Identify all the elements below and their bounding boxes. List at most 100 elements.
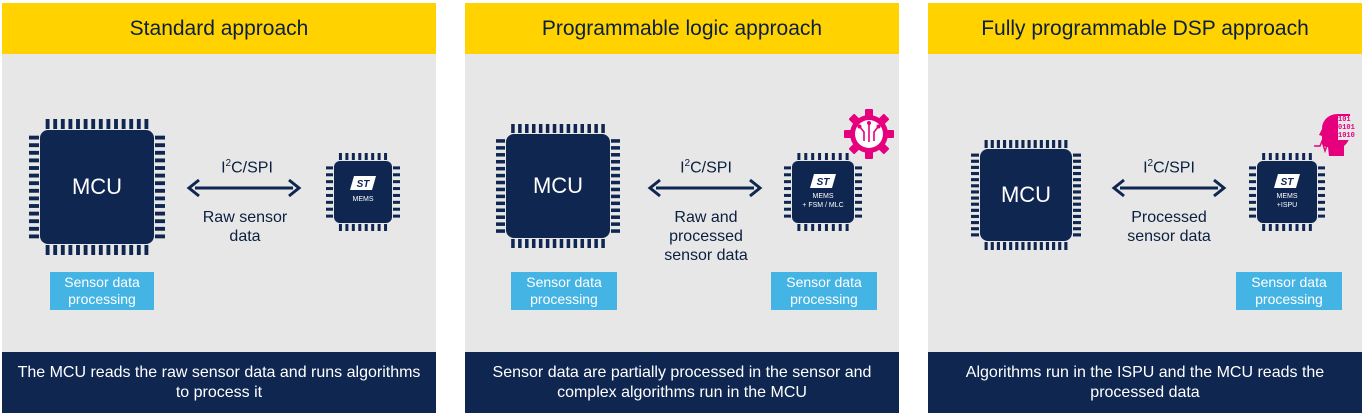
chip-body — [792, 161, 854, 223]
chip-pin — [1073, 153, 1081, 157]
chip-pin — [1002, 140, 1007, 148]
chip-pin — [98, 245, 103, 255]
chip-pin — [855, 193, 862, 197]
svg-text:ST: ST — [1281, 177, 1295, 188]
chip-pin — [552, 124, 557, 133]
chip-pin — [371, 224, 375, 231]
chip-pin — [83, 245, 88, 255]
chip-pin — [611, 153, 620, 157]
chip-pin — [29, 219, 39, 224]
chip-pin — [155, 226, 165, 231]
chip-pin — [531, 124, 536, 133]
chip-pin — [393, 200, 400, 204]
chip-pin — [345, 224, 349, 231]
chip-pin — [984, 242, 988, 250]
chip-pin — [377, 153, 381, 160]
chip-pin — [838, 224, 842, 231]
chip-pin — [1021, 140, 1025, 148]
chip-pin — [611, 187, 620, 192]
chip-pin — [121, 119, 126, 129]
chip-pin — [496, 139, 505, 143]
chip-pin — [155, 196, 165, 201]
chip-pin — [525, 124, 529, 133]
chip-pin — [601, 124, 605, 133]
mems-sensor-chip: ST MEMS — [325, 152, 401, 232]
mcu-chip: MCU — [970, 139, 1082, 251]
chip-pin — [804, 153, 808, 160]
chip-pin — [393, 193, 400, 197]
chip-pin — [1318, 180, 1325, 184]
chip-pin — [155, 181, 165, 186]
link-label: Raw and processed sensor data — [664, 209, 748, 264]
chip-pin — [1052, 242, 1056, 250]
chip-pin — [804, 224, 808, 231]
chip-pin — [1073, 233, 1081, 237]
interface-label: I2C/SPI — [1143, 158, 1195, 177]
chip-pin — [611, 173, 620, 178]
chip-pin — [797, 224, 801, 231]
binary-digits: 101 0101 1010 — [1338, 116, 1360, 140]
chip-pin — [496, 222, 505, 226]
chip-pin — [114, 119, 118, 129]
chip-pin — [971, 153, 979, 157]
chip-pin — [53, 245, 58, 255]
chip-pin — [155, 234, 165, 239]
chip-body — [980, 149, 1072, 241]
chip-pin — [155, 219, 165, 224]
panel-standard-approach: Standard approach MCU I2C/SPI Raw sensor… — [2, 3, 436, 413]
chip-pin — [338, 153, 342, 160]
panel-body: MCU I2C/SPI Raw sensor data ST MEMS Sens… — [2, 54, 436, 352]
chip-pin — [784, 214, 791, 218]
chip-pin — [580, 239, 585, 248]
chip-pin — [855, 207, 862, 211]
chip-pin — [496, 173, 505, 178]
chip-pin — [29, 173, 39, 178]
chip-pin — [1045, 242, 1050, 250]
chip-pin — [587, 239, 591, 248]
chip-pin — [566, 124, 571, 133]
chip-pin — [496, 201, 505, 206]
chip-pin — [155, 211, 165, 216]
chip-pin — [98, 119, 103, 129]
chip-pin — [971, 233, 979, 237]
panel-body: MCU I2C/SPI Processed sensor data ST MEM… — [928, 54, 1362, 352]
panel-title: Programmable logic approach — [465, 3, 899, 54]
mems-label: MEMS — [352, 196, 374, 203]
st-logo-icon: ST — [810, 174, 836, 188]
chip-pin — [364, 224, 368, 231]
chip-pin — [971, 159, 979, 163]
mcu-chip: MCU — [495, 123, 621, 249]
chip-pin — [351, 153, 355, 160]
binary-row: 101 — [1338, 116, 1351, 124]
chip-pin — [1073, 221, 1081, 225]
chip-pin — [1249, 180, 1256, 184]
chip-pin — [1073, 184, 1081, 188]
panel-fully-programmable-dsp-approach: Fully programmable DSP approach MCU I2C/… — [928, 3, 1362, 413]
chip-pin — [594, 124, 598, 133]
chip-pin — [29, 150, 39, 155]
chip-pin — [1073, 202, 1081, 206]
chip-pin — [611, 208, 620, 213]
chip-pin — [1009, 242, 1013, 250]
chip-pin — [326, 187, 333, 191]
chip-pin — [611, 166, 620, 171]
chip-pin — [377, 224, 381, 231]
chip-pin — [1033, 242, 1037, 250]
chip-pin — [496, 153, 505, 157]
chip-pin — [1058, 242, 1062, 250]
sensor-processing-box: Sensor data processing — [771, 272, 877, 310]
chip-pin — [538, 239, 543, 248]
chip-pin — [1058, 140, 1062, 148]
chip-pin — [384, 224, 388, 231]
chip-pin — [144, 119, 149, 129]
chip-pin — [1318, 214, 1325, 218]
chip-pin — [611, 139, 620, 143]
chip-pin — [971, 196, 979, 200]
chip-pin — [1268, 224, 1272, 231]
chip-pin — [611, 146, 620, 150]
chip-pin — [29, 158, 39, 163]
chip-pin — [573, 239, 578, 248]
sensor-processing-box: Sensor data processing — [1236, 272, 1342, 310]
chip-pin — [538, 124, 543, 133]
chip-pin — [364, 153, 368, 160]
